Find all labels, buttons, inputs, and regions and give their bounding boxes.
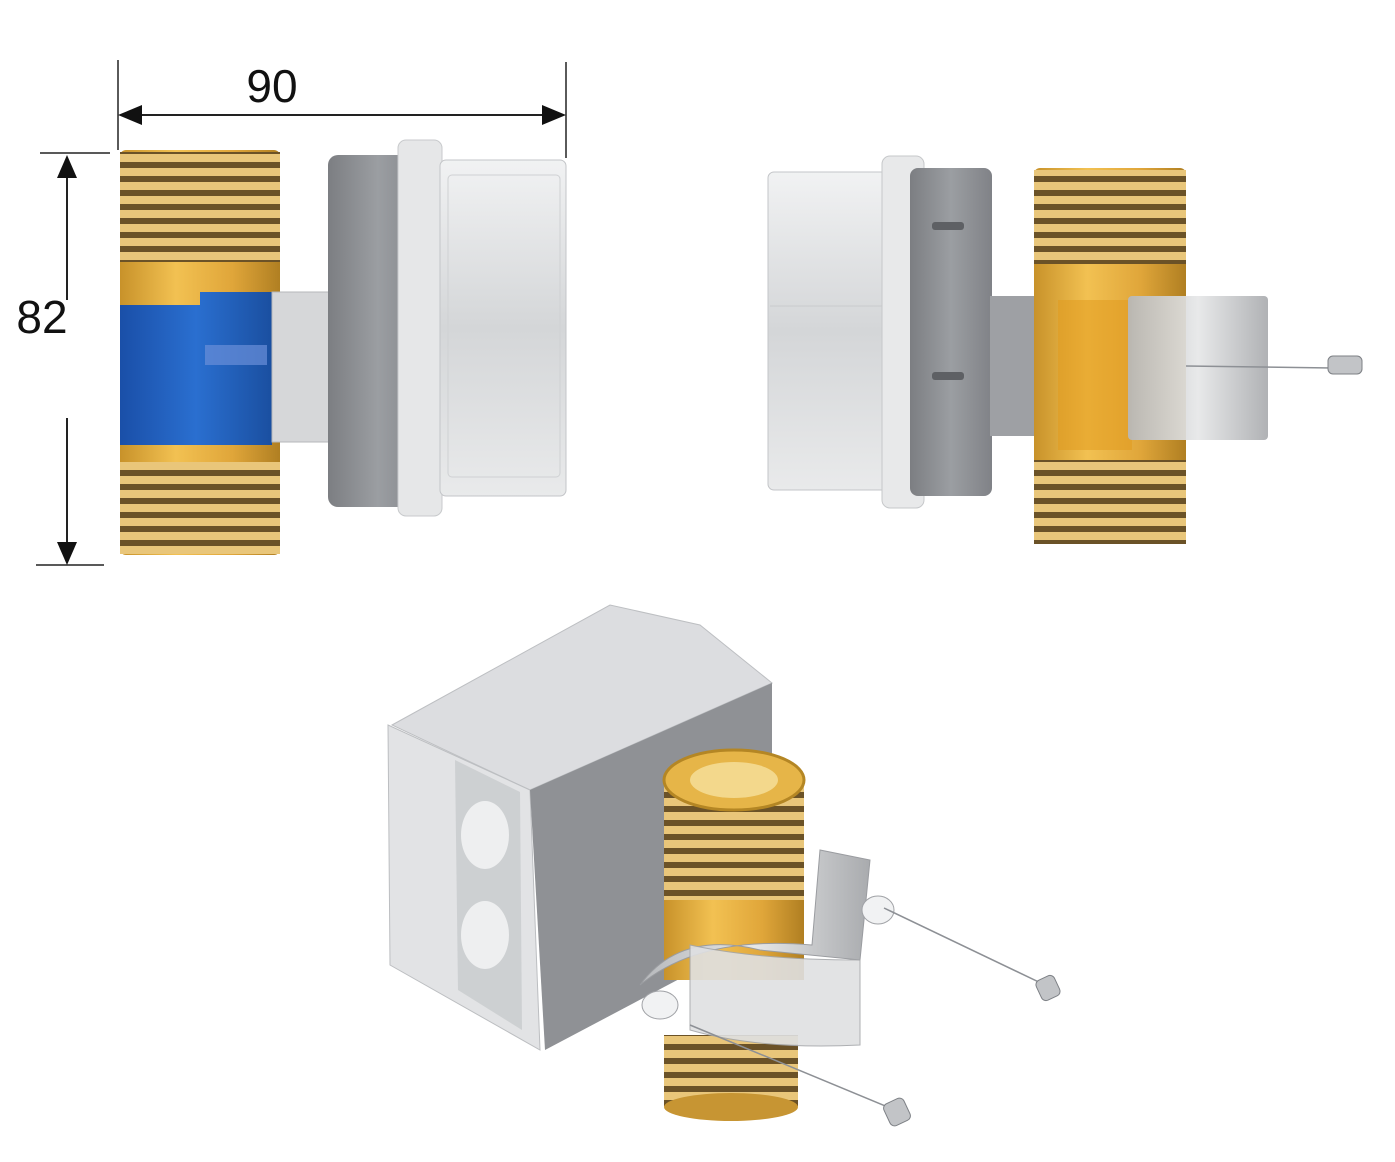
isometric-view bbox=[387, 604, 1061, 1127]
blue-sleeve bbox=[120, 292, 272, 445]
connector-neck bbox=[271, 291, 331, 443]
iso-seal-pin-upper bbox=[1035, 974, 1061, 1002]
bottom-thread bbox=[120, 458, 280, 554]
seal-pin bbox=[1327, 355, 1363, 375]
side-top-thread bbox=[1034, 170, 1186, 266]
top-thread bbox=[120, 152, 280, 264]
side-cover bbox=[767, 171, 891, 491]
side-bottom-thread bbox=[1034, 458, 1186, 544]
cover-flange bbox=[397, 139, 443, 517]
width-dimension-label: 90 bbox=[246, 60, 297, 112]
iso-seal-pin-lower bbox=[883, 1097, 911, 1127]
iso-seal-wire-upper bbox=[883, 907, 1046, 986]
dimension-lines bbox=[36, 60, 567, 566]
meter-cover bbox=[439, 159, 567, 497]
seal-wire bbox=[1185, 365, 1333, 369]
front-view bbox=[120, 139, 567, 555]
side-neck bbox=[990, 296, 1042, 436]
iso-seal-wire-lower bbox=[689, 1024, 896, 1111]
side-housing bbox=[910, 168, 992, 496]
side-clamp bbox=[1128, 296, 1268, 440]
height-dimension-label: 82 bbox=[16, 291, 67, 343]
side-view bbox=[767, 155, 1363, 544]
